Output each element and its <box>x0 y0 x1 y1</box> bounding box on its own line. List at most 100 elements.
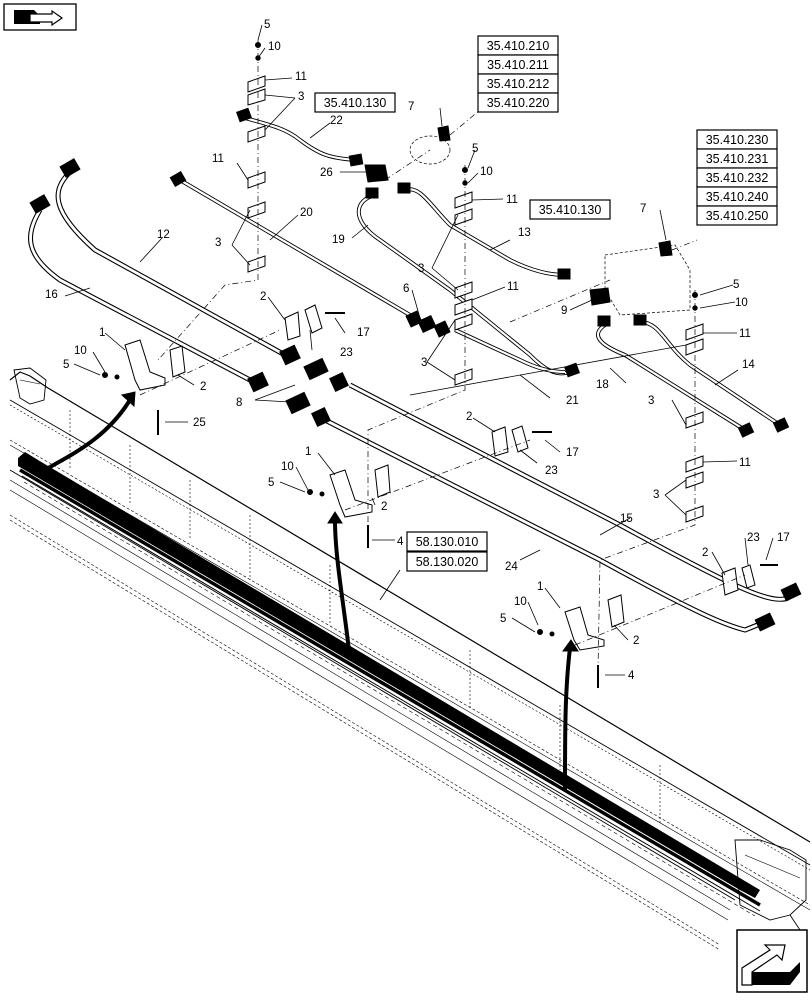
tube-16 <box>27 194 252 383</box>
callout: 11 <box>212 153 224 165</box>
ref-35-410-211[interactable]: 35.410.211 <box>477 54 559 75</box>
callout: 5 <box>268 477 274 489</box>
callout: 5 <box>500 613 506 625</box>
ref-35-410-230[interactable]: 35.410.230 <box>696 129 778 150</box>
callout: 14 <box>742 359 755 371</box>
tube-21 <box>454 328 566 374</box>
ref-35-410-210[interactable]: 35.410.210 <box>477 35 559 56</box>
tube-14 <box>633 314 790 433</box>
callout: 1 <box>99 327 105 339</box>
callout: 4 <box>628 670 635 682</box>
bulkhead-plates <box>409 135 691 316</box>
callout: 3 <box>648 395 654 407</box>
fittings <box>247 125 673 427</box>
callout: 1 <box>537 581 543 593</box>
callout: 26 <box>320 167 333 179</box>
ref-35-410-212[interactable]: 35.410.212 <box>477 73 559 94</box>
curved-arrows <box>43 391 579 791</box>
fasteners <box>102 42 778 688</box>
callout: 2 <box>260 291 266 303</box>
callout: 22 <box>330 115 343 127</box>
next-arrow-icon[interactable] <box>736 929 808 993</box>
callout: 5 <box>63 359 69 371</box>
callout: 17 <box>777 532 790 544</box>
callout: 11 <box>506 194 518 206</box>
callout: 11 <box>507 281 519 293</box>
callout: 2 <box>702 547 708 559</box>
tube-24 <box>323 417 776 633</box>
callout: 17 <box>566 447 579 459</box>
callout: 11 <box>739 457 751 469</box>
callout: 2 <box>200 381 206 393</box>
callout: 2 <box>633 635 639 647</box>
leader-lines <box>64 24 774 676</box>
callout: 6 <box>403 283 409 295</box>
callout: 3 <box>653 489 659 501</box>
ref-58-130-020[interactable]: 58.130.020 <box>406 551 488 572</box>
tube-13 <box>397 182 571 280</box>
callout: 21 <box>566 395 579 407</box>
callout: 5 <box>264 19 270 31</box>
ref-35-410-220[interactable]: 35.410.220 <box>477 92 559 113</box>
callout: 11 <box>739 328 751 340</box>
callout: 25 <box>193 417 206 429</box>
svg-text:58.130.010: 58.130.010 <box>416 535 479 549</box>
callout: 1 <box>305 446 311 458</box>
callout: 3 <box>421 357 427 369</box>
callout: 15 <box>620 513 633 525</box>
callout: 16 <box>45 289 58 301</box>
callout: 11 <box>295 71 307 83</box>
svg-text:35.410.230: 35.410.230 <box>706 133 769 147</box>
callout: 24 <box>505 561 518 573</box>
callout: 10 <box>514 596 527 608</box>
callout: 23 <box>340 347 353 359</box>
ref-58-130-010[interactable]: 58.130.010 <box>406 531 488 552</box>
svg-text:35.410.240: 35.410.240 <box>706 190 769 204</box>
callout: 10 <box>281 461 294 473</box>
tube-12 <box>55 158 287 358</box>
callout: 23 <box>545 465 558 477</box>
callout: 9 <box>561 305 567 317</box>
svg-text:35.410.231: 35.410.231 <box>706 152 769 166</box>
callout: 12 <box>157 229 170 241</box>
assembly-lines <box>139 40 746 671</box>
clamps <box>247 75 704 523</box>
callout: 2 <box>381 501 387 513</box>
tube-22 <box>236 107 364 167</box>
svg-text:35.410.250: 35.410.250 <box>706 209 769 223</box>
tube-18 <box>596 315 755 438</box>
hydraulic-tubes <box>27 107 802 633</box>
callout: 10 <box>74 345 87 357</box>
callout: 3 <box>418 263 424 275</box>
svg-text:35.410.130: 35.410.130 <box>539 203 602 217</box>
ref-35-410-231[interactable]: 35.410.231 <box>696 148 778 169</box>
callout: 4 <box>397 536 404 548</box>
callout: 7 <box>408 101 414 113</box>
svg-text:35.410.210: 35.410.210 <box>487 39 550 53</box>
brackets <box>124 311 739 651</box>
callout: 20 <box>300 207 313 219</box>
callout: 5 <box>733 279 739 291</box>
ref-35-410-232[interactable]: 35.410.232 <box>696 167 778 188</box>
ref-35-410-130-b[interactable]: 35.410.130 <box>529 199 611 220</box>
svg-text:35.410.211: 35.410.211 <box>487 58 549 72</box>
ref-35-410-250[interactable]: 35.410.250 <box>696 205 778 226</box>
book-nav-icon[interactable] <box>3 3 77 31</box>
svg-text:35.410.220: 35.410.220 <box>487 96 550 110</box>
svg-text:35.410.232: 35.410.232 <box>706 171 769 185</box>
svg-text:35.410.130: 35.410.130 <box>324 96 387 110</box>
callouts: 5 10 11 3 22 26 7 11 20 3 12 16 19 5 10 … <box>45 19 790 682</box>
callout: 8 <box>236 397 242 409</box>
callout: 13 <box>518 227 531 239</box>
callout: 3 <box>215 237 221 249</box>
callout: 10 <box>268 41 281 53</box>
callout: 10 <box>480 166 493 178</box>
straps <box>304 304 756 589</box>
ref-35-410-130-a[interactable]: 35.410.130 <box>314 92 396 113</box>
tube-20 <box>169 170 417 320</box>
cutter-bar <box>18 452 761 917</box>
ref-group-top: 35.410.210 35.410.211 35.410.212 35.410.… <box>477 35 559 113</box>
ref-35-410-240[interactable]: 35.410.240 <box>696 186 778 207</box>
callout: 2 <box>466 411 472 423</box>
